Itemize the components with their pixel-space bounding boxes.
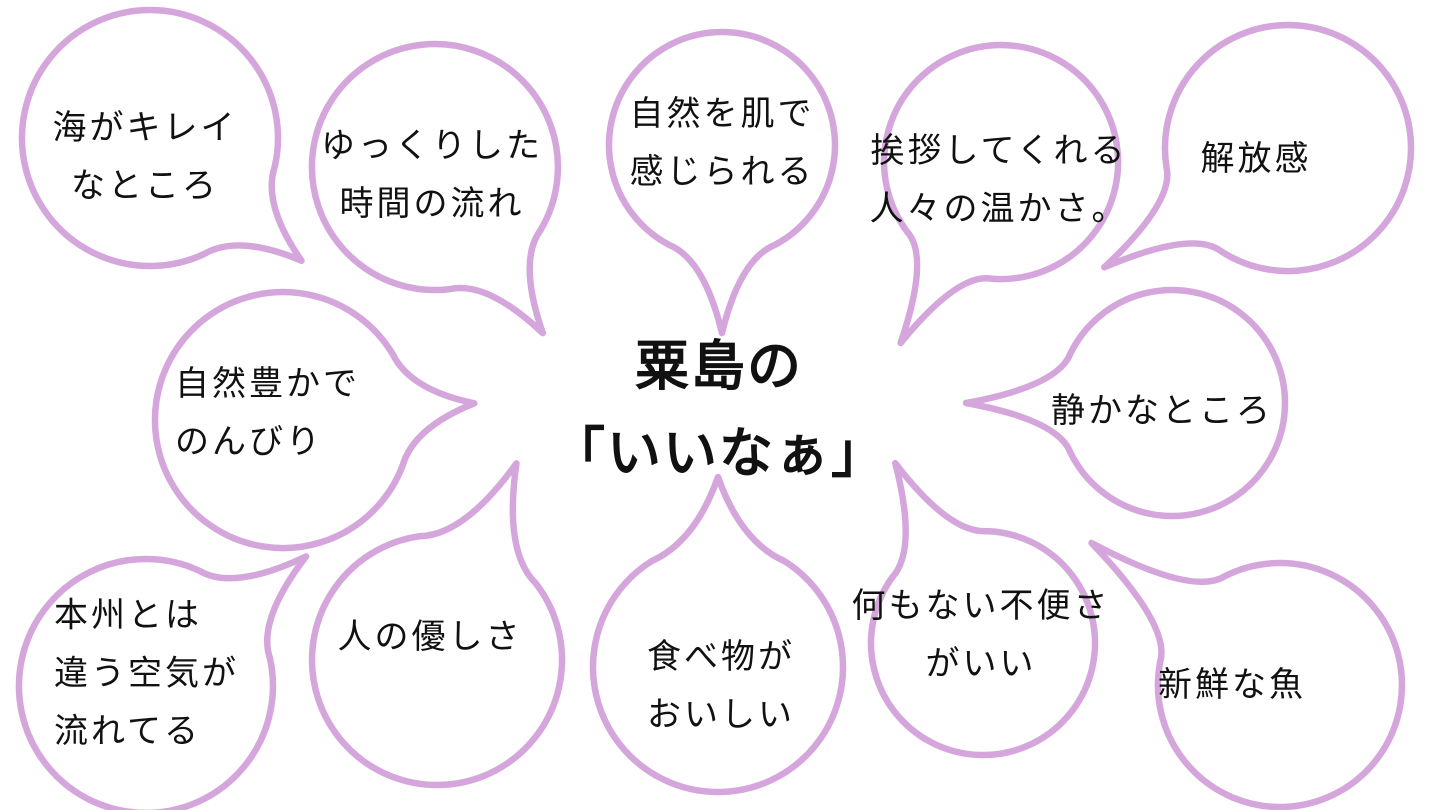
bubble-shape-tabemono [589, 473, 847, 796]
bubble-label-fubensa: 何もない不便さ がいい [851, 586, 1111, 684]
center-title: 粟島の 「いいなぁ」 [551, 334, 887, 485]
bubble-label-aisatsu: 挨拶してくれる 人々の温かさ。 [869, 131, 1129, 229]
bubble-shape-shizen-hada [605, 28, 839, 337]
bubble-label-kaihoukan: 解放感 [1200, 139, 1312, 180]
bubble-label-hito-yasashisa: 人の優しさ [337, 617, 523, 658]
bubble-label-shizuka: 静かなところ [1051, 391, 1273, 432]
bubble-shape-sakana [1088, 539, 1406, 810]
bubble-shape-shizen-yutaka [151, 288, 478, 552]
bubble-label-sakana: 新鮮な魚 [1158, 665, 1306, 706]
bubble-shape-shizuka [962, 286, 1289, 520]
bubble-label-shizen-yutaka: 自然豊かで のんびり [175, 364, 360, 462]
bubble-shape-kaihoukan [1101, 21, 1415, 275]
bubble-label-honshu: 本州とは 違う空気が 流れてる [54, 595, 239, 751]
bubble-shape-yukkuri [308, 40, 562, 337]
bubble-shape-aisatsu [880, 41, 1122, 347]
bubble-shape-hito-yasashisa [308, 460, 566, 789]
bubble-label-yukkuri: ゆっくりした 時間の流れ [321, 126, 543, 224]
bubble-label-tabemono: 食べ物が おいしい [647, 637, 795, 735]
bubble-shape-umi [18, 6, 305, 270]
bubble-label-umi: 海がキレイ なところ [52, 108, 238, 206]
bubble-shape-fubensa [867, 459, 1099, 759]
bubble-label-shizen-hada: 自然を肌で 感じられる [629, 94, 815, 192]
bubble-shape-honshu [15, 553, 310, 810]
